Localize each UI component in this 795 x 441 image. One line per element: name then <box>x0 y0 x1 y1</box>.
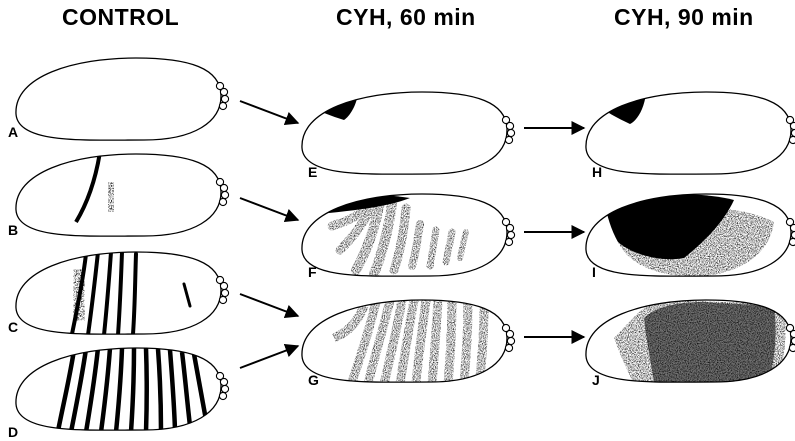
embryo-a <box>16 58 229 140</box>
arrow-a-e <box>240 101 298 123</box>
embryo-h <box>586 92 795 174</box>
embryo-i <box>586 194 795 277</box>
embryo-d <box>16 348 229 432</box>
embryo-f <box>302 194 515 276</box>
embryo-j <box>586 300 795 384</box>
embryo-g <box>302 300 515 384</box>
embryo-b <box>16 152 229 236</box>
arrow-b-f <box>240 198 298 220</box>
embryo-c <box>16 252 229 335</box>
arrow-d-g <box>240 346 298 368</box>
embryo-e <box>302 92 515 174</box>
arrow-c-g <box>240 294 298 316</box>
